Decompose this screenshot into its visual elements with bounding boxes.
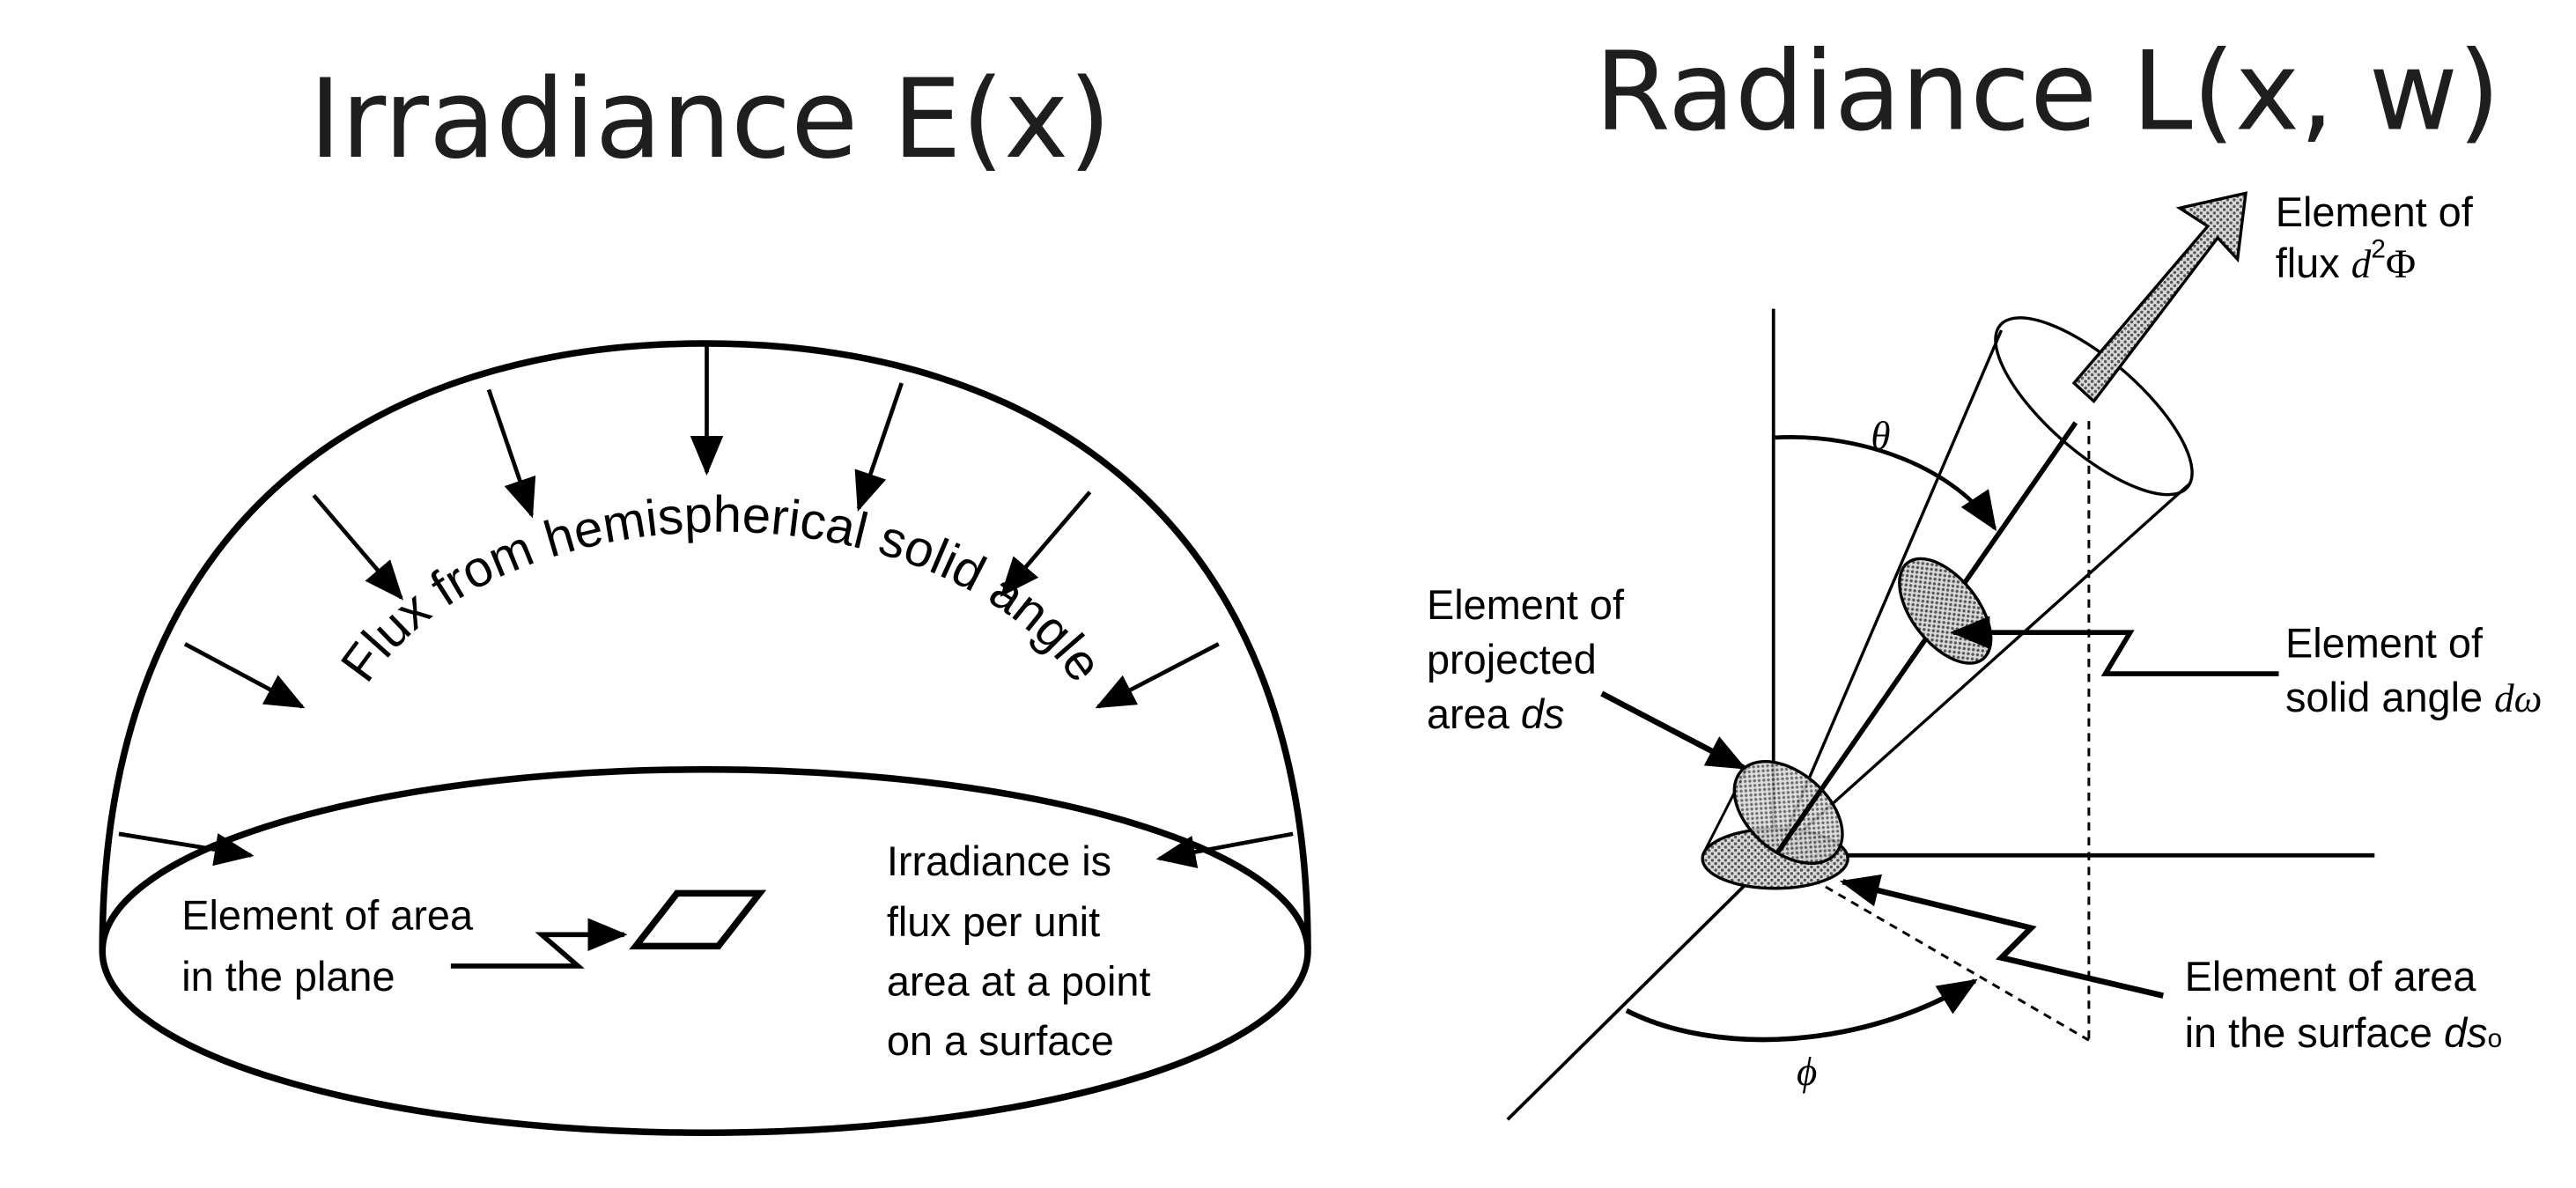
solid-angle-label-line1: Element of: [2285, 620, 2484, 666]
flux-arrow: [854, 382, 904, 513]
flux-arrows: [118, 343, 1294, 868]
surface-label-line1: Element of area: [2185, 954, 2477, 1000]
theta-arc: [1775, 435, 1997, 532]
area-element-parallelogram: [629, 889, 767, 950]
element-area-label-line1: Element of area: [181, 893, 474, 939]
projected-label-line2: projected: [1427, 637, 1597, 683]
flux-label-line1: Element of: [2276, 189, 2474, 235]
azimuth-projection-dashed: [1798, 870, 2090, 1042]
cone-edge: [1775, 483, 2191, 855]
cone-top-ellipse: [1994, 316, 2194, 497]
irradiance-diagram: Irradiance E(x) Flux from hemispherical …: [99, 56, 1311, 1136]
radiance-title: Radiance L(x, w): [1595, 28, 2500, 155]
flux-arrow: [486, 388, 536, 519]
theta-symbol: θ: [1871, 414, 1890, 458]
flux-arrow: [1000, 491, 1092, 597]
curved-flux-label: Flux from hemispherical solid angle: [330, 486, 1114, 692]
irradiance-note-line1: Irradiance is: [887, 838, 1111, 884]
phi-symbol: ϕ: [1797, 1050, 1817, 1094]
irradiance-title: Irradiance E(x): [309, 56, 1111, 183]
solid-angle-pointer: [1950, 616, 2279, 676]
base-plane-ellipse: [99, 766, 1311, 1136]
zigzag-pointer-arrow: [450, 918, 628, 969]
irradiance-note-line3: area at a point: [887, 959, 1151, 1005]
element-area-label-line2: in the plane: [181, 954, 395, 1000]
irradiance-note-line2: flux per unit: [887, 899, 1100, 945]
surface-label-line2: in the surface dso: [2185, 1010, 2503, 1056]
projected-area-pointer: [1600, 690, 1747, 771]
flux-arrow: [183, 642, 306, 709]
flux-arrow-hatched: [2071, 191, 2248, 404]
flux-arrow: [312, 493, 404, 601]
depth-axis: [1506, 853, 1776, 1121]
radiance-diagram: Radiance L(x, w) θ ϕ: [1427, 28, 2542, 1121]
flux-arrow: [1155, 831, 1294, 868]
projected-label-line1: Element of: [1427, 582, 1625, 628]
flux-arrow: [1095, 642, 1220, 709]
flux-arrow: [118, 831, 255, 867]
surface-area-pointer: [1839, 874, 2164, 999]
cone-edge: [1775, 329, 2004, 855]
irradiance-note-line4: on a surface: [887, 1018, 1114, 1064]
projected-area-element: [1732, 760, 1844, 865]
phi-arc: [1625, 978, 1978, 1043]
projected-label-line3: area ds: [1427, 691, 1564, 737]
solid-angle-label-line2: solid angle dω: [2285, 675, 2542, 720]
flux-label-line2: flux d2Φ: [2276, 235, 2416, 288]
